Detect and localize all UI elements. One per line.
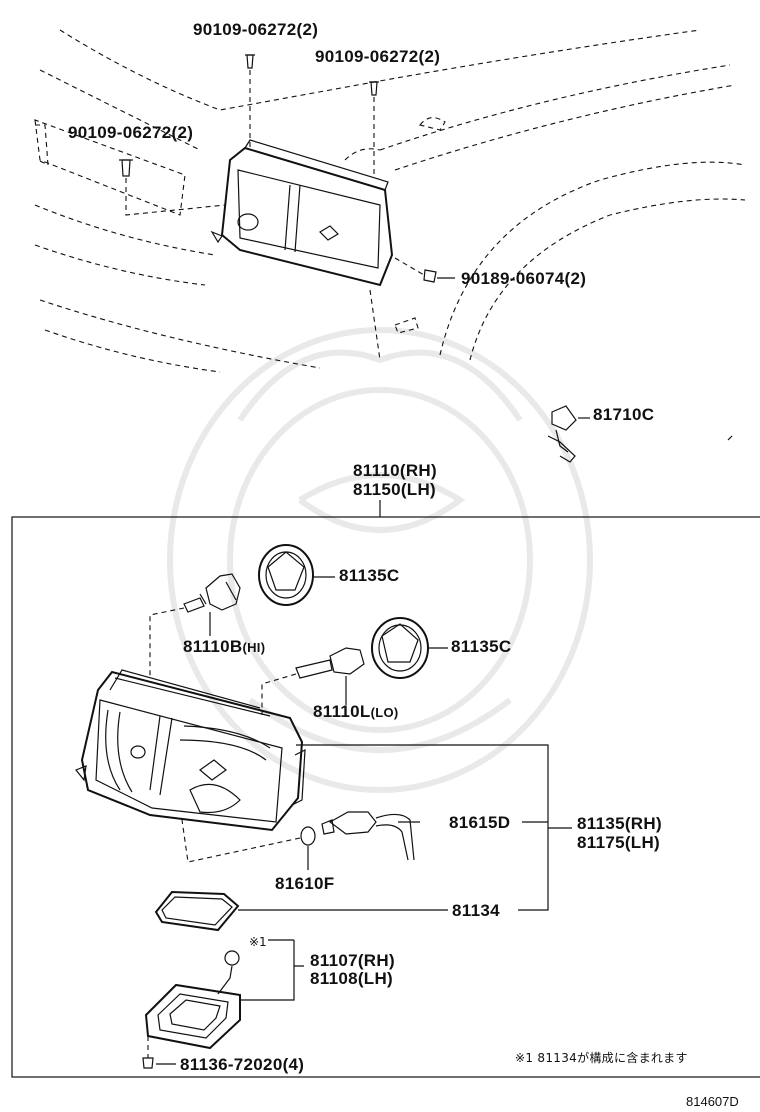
bulb-lo-icon [261, 647, 365, 715]
label-ballast-lh: 81108(LH) [310, 969, 394, 988]
label-bulb-hi-part: 81110B [183, 637, 243, 656]
label-socket-81615d: 81615D [449, 813, 511, 832]
headlamp-assembly-icon [75, 669, 306, 832]
label-unit-rh: 81135(RH) [577, 814, 662, 833]
socket-81615d-icon [321, 811, 420, 861]
gasket-icon [154, 890, 448, 932]
label-bolt-a: 90109-06272(2) [193, 20, 319, 39]
label-bolt-c: 90109-06272(2) [68, 123, 194, 142]
dust-cap-lower-icon [371, 617, 448, 679]
installed-headlamp [210, 139, 394, 287]
label-bulb-lo-part: 81110L [313, 702, 371, 721]
unit-bracket-lines [296, 744, 572, 911]
label-headlamp-rh: 81110(RH) [353, 461, 437, 480]
label-screw: 81136-72020(4) [180, 1055, 305, 1074]
bolt-c-icon [119, 159, 226, 216]
vehicle-body-outline [34, 29, 746, 373]
bulb-81610f-icon [181, 819, 316, 870]
label-bulb-lo-suffix: (LO) [370, 705, 399, 720]
ballast-icon [144, 939, 304, 1058]
watermark-emblem [167, 327, 593, 793]
footnote: ※1 81134が構成に含まれます [515, 1051, 688, 1065]
label-bulb-81610f: 81610F [275, 874, 335, 893]
label-ballast-note-mark: ※1 [249, 935, 267, 949]
label-unit-lh: 81175(LH) [577, 833, 661, 852]
label-cap-upper: 81135C [339, 566, 400, 585]
label-clip: 90189-06074(2) [461, 269, 587, 288]
label-headlamp-lh: 81150(LH) [353, 480, 437, 499]
bulb-hi-icon [149, 573, 241, 678]
screw-icon [142, 1057, 176, 1069]
label-bulb-hi: 81110B(HI) [183, 638, 265, 657]
label-gasket: 81134 [452, 901, 500, 920]
socket-81710c-icon [547, 405, 733, 463]
dust-cap-upper-icon [258, 544, 335, 606]
assembly-frame [11, 516, 760, 1078]
label-bulb-hi-suffix: (HI) [242, 640, 266, 655]
label-socket-81710c: 81710C [593, 405, 655, 424]
label-bulb-lo: 81110L(LO) [313, 703, 399, 722]
label-ballast-rh: 81107(RH) [310, 951, 395, 970]
label-bolt-b: 90109-06272(2) [315, 47, 441, 66]
bolt-a-icon [245, 54, 255, 148]
diagram-id: 814607D [686, 1094, 739, 1109]
clip-icon [394, 257, 455, 283]
bolt-b-icon [369, 81, 379, 175]
label-cap-lower: 81135C [451, 637, 512, 656]
